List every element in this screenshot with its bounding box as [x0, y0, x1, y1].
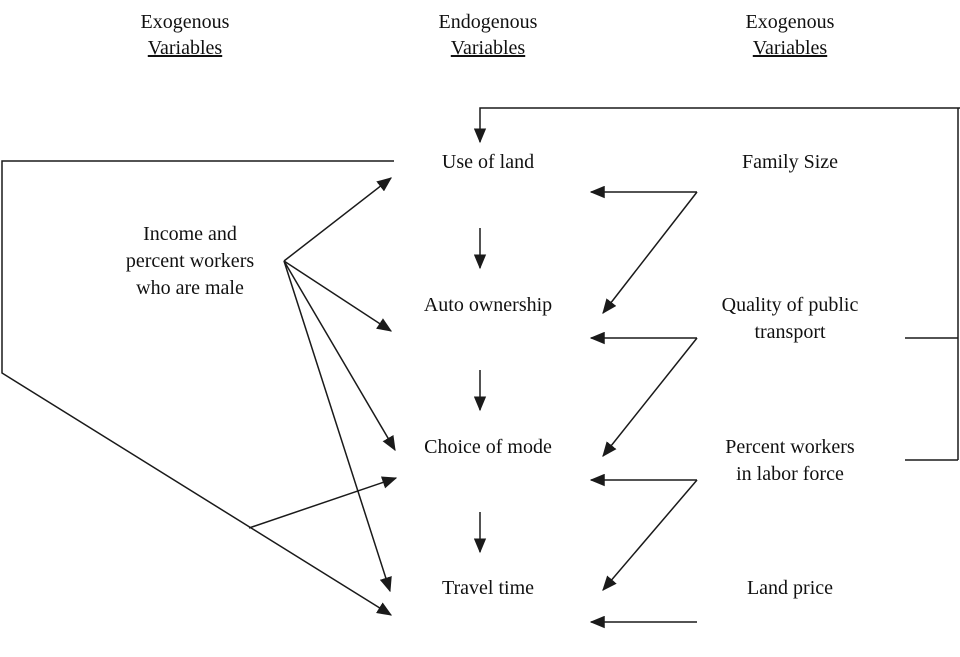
node-quality-public-transport: Quality of public transport [721, 294, 859, 343]
node-auto-ownership: Auto ownership [423, 294, 553, 316]
node-income-line3: who are male [136, 277, 244, 299]
node-travel-time: Travel time [441, 577, 535, 599]
edge-quality-to-choiceofmode [602, 337, 698, 457]
node-income-line1: Income and [143, 223, 237, 245]
edge-income-to-traveltime [283, 260, 392, 593]
edge-rightloop-to-useofland [473, 107, 960, 144]
edge-percentworkers-to-traveltime [602, 479, 698, 591]
node-family-size: Family Size [741, 151, 839, 173]
node-percent-workers-labor-force: Percent workers in labor force [725, 436, 855, 485]
edge-leftloop-to-bottom [1, 160, 394, 616]
header-exogenous-left-line1: Exogenous [140, 11, 230, 33]
node-choice-of-mode: Choice of mode [424, 436, 552, 458]
header-exogenous-left: Exogenous Variables [141, 9, 230, 61]
header-endogenous: Endogenous Variables [439, 9, 538, 61]
header-exogenous-left-line2: Variables [147, 37, 223, 59]
header-exogenous-right-line1: Exogenous [745, 11, 835, 33]
node-income-percent-male: Income and percent workers who are male [126, 221, 254, 302]
node-land-price: Land price [746, 577, 834, 599]
header-endogenous-line2: Variables [450, 37, 526, 59]
edge-income-to-choiceofmode [283, 260, 396, 452]
edge-familysize-to-autoownership [602, 191, 698, 314]
edge-income-to-useofland [283, 177, 392, 262]
edge-income-to-autoownership [283, 260, 393, 332]
node-income-line2: percent workers [125, 250, 255, 272]
header-exogenous-right: Exogenous Variables [746, 9, 835, 61]
edge-leftloop-branch-to-choiceofmode [248, 476, 398, 529]
header-endogenous-line1: Endogenous [438, 11, 538, 33]
node-use-of-land: Use of land [441, 151, 535, 173]
header-exogenous-right-line2: Variables [752, 37, 828, 59]
